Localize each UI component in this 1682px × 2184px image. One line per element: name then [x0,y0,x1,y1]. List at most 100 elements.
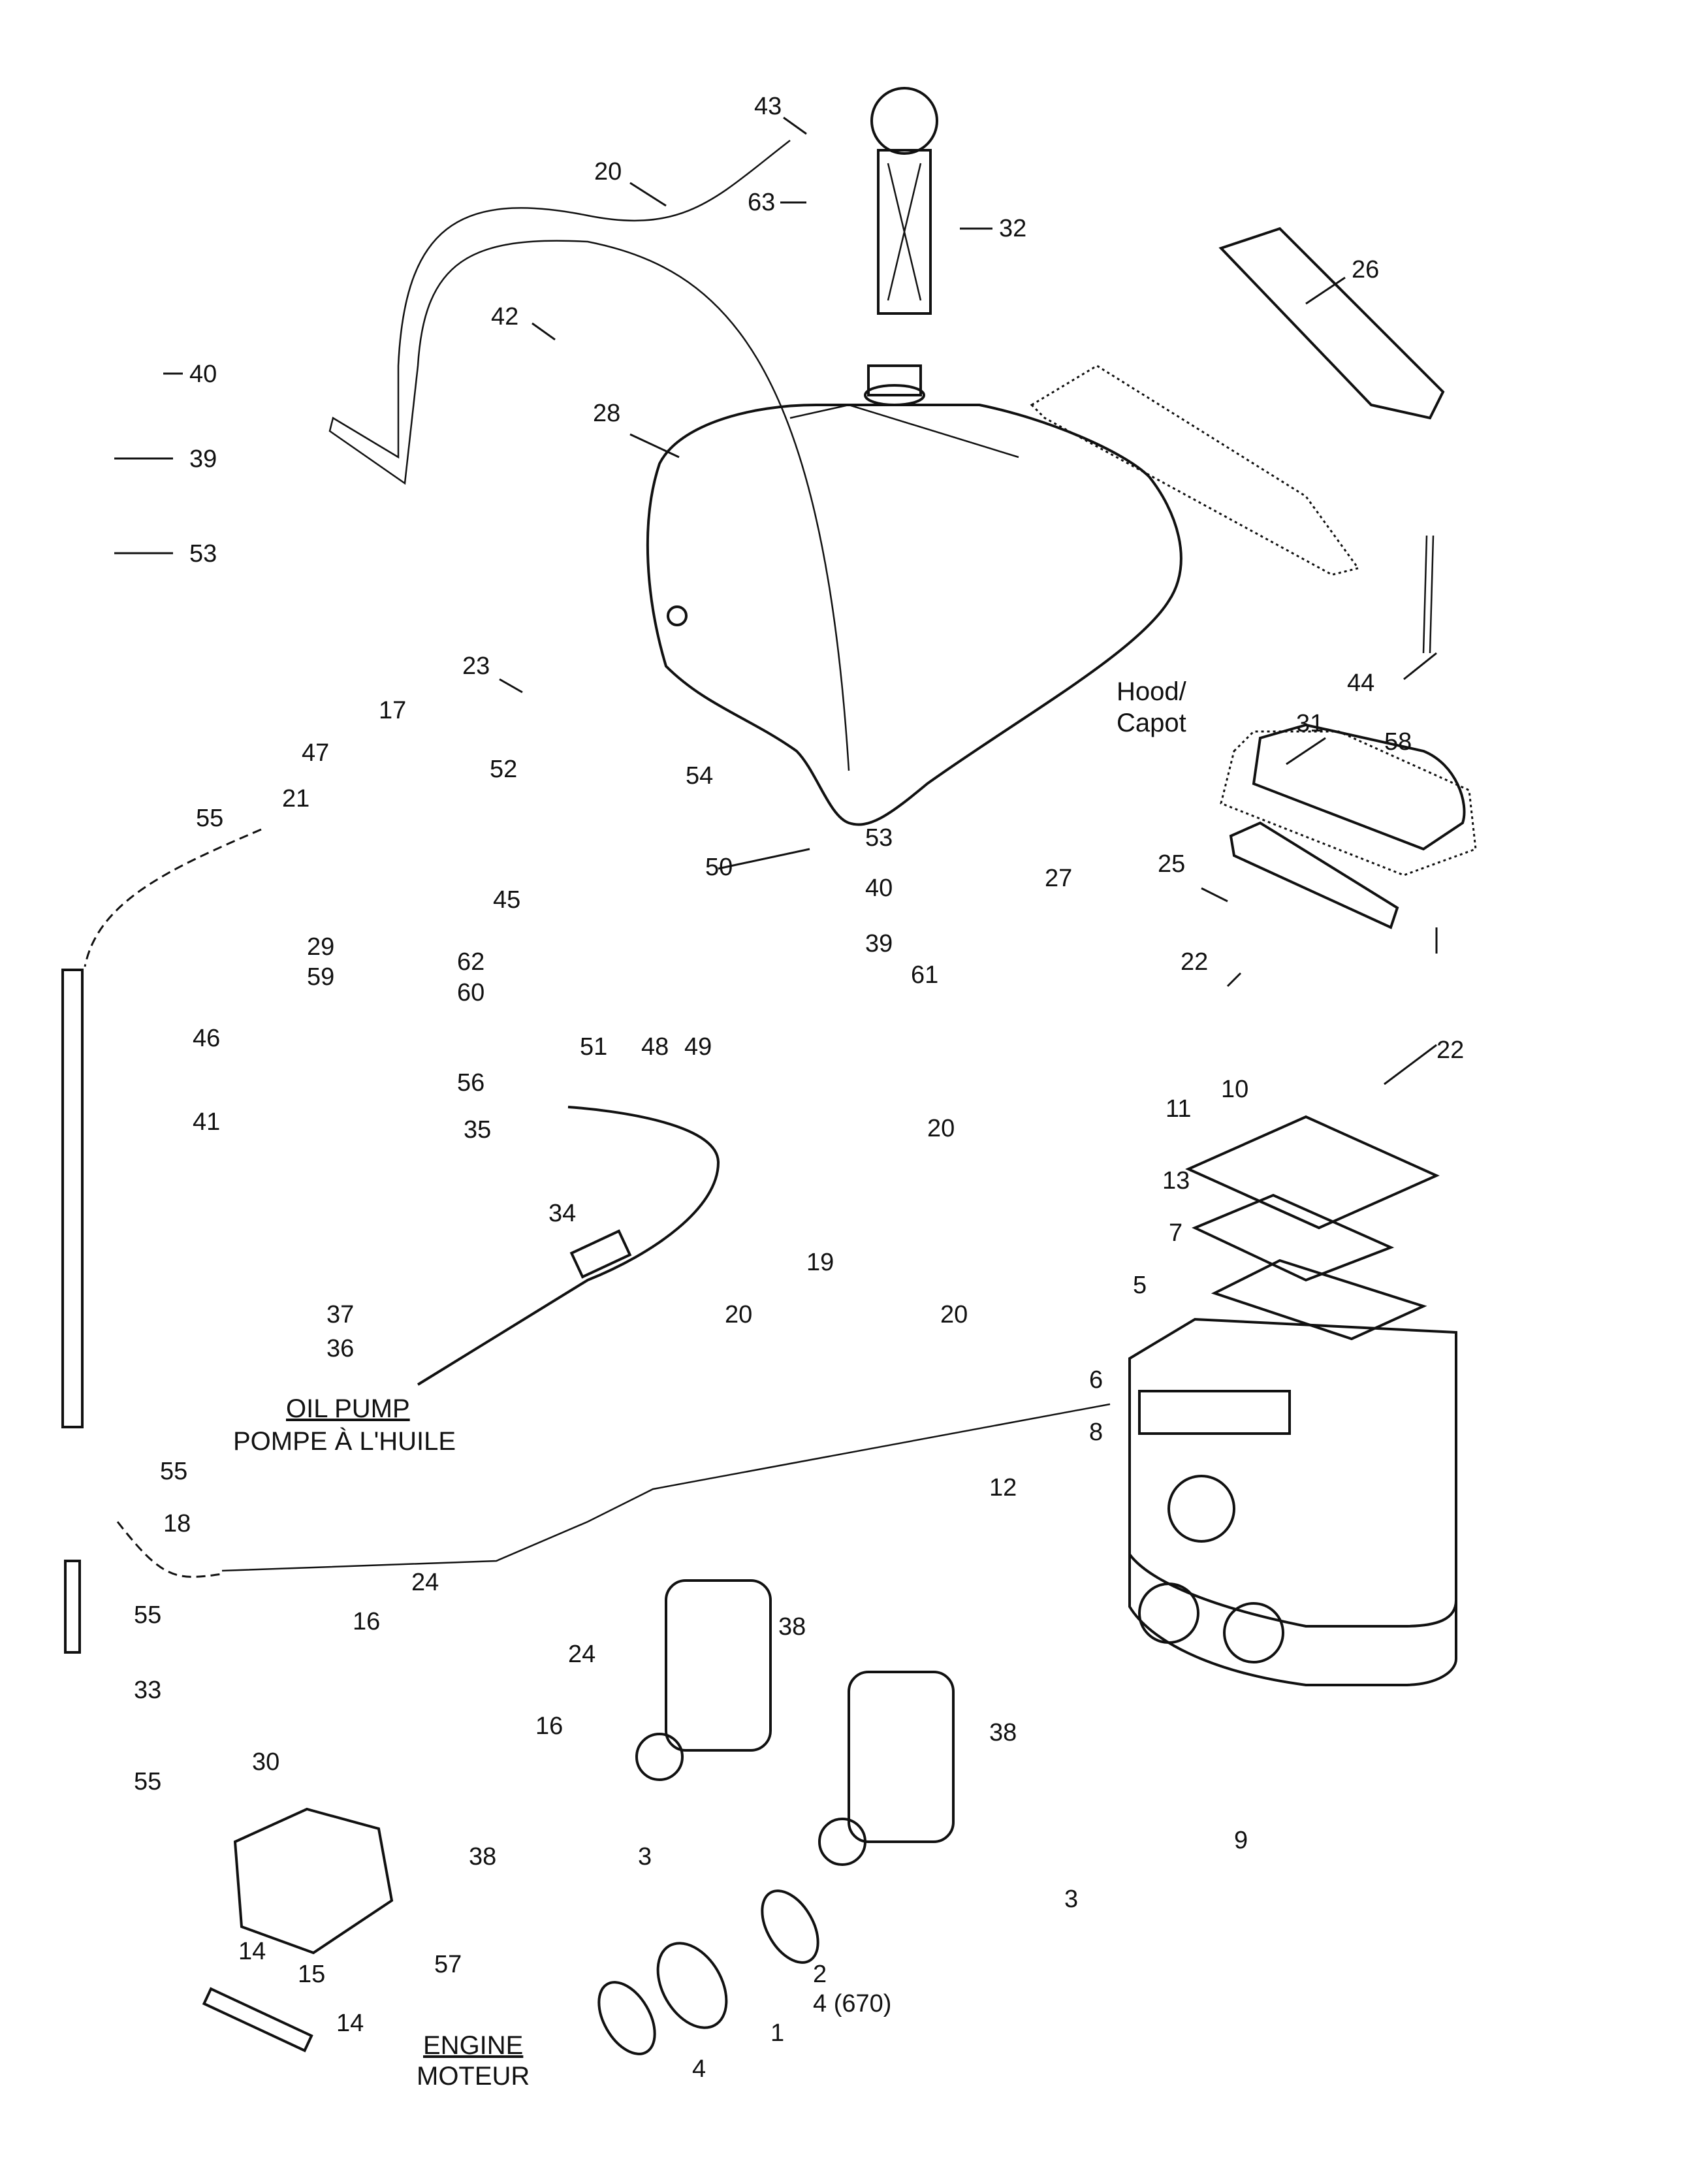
callout: 53 [865,824,893,852]
callout: 51 [580,1033,607,1061]
fuel-pump [202,1807,394,2053]
frame-outline [1030,364,1360,576]
callout: 59 [307,963,334,991]
engine-note-fr: MOTEUR [417,2062,530,2091]
callout: 20 [927,1115,955,1142]
callout: 39 [189,445,217,473]
carburetors [635,1579,955,1866]
callout: 17 [379,697,406,724]
bracket [1218,227,1445,420]
callout: 13 [1162,1167,1190,1195]
callout: 11 [1166,1095,1191,1123]
callout: 14 [238,1938,266,1965]
callout: 55 [134,1601,161,1629]
callout: 2 [813,1961,827,1988]
callout: 20 [940,1301,968,1328]
callout: 19 [806,1249,834,1276]
hood-note: Hood/ [1117,677,1187,706]
callout: 57 [434,1951,462,1978]
callout: 8 [1089,1419,1103,1446]
callout: 4 (670) [813,1990,891,2017]
callout: 6 [1089,1366,1103,1394]
callout: 38 [778,1613,806,1641]
callout: 34 [548,1200,576,1227]
callout: 14 [336,2010,364,2037]
callout: 48 [641,1033,669,1061]
callout: 63 [748,189,775,216]
callout: 25 [1158,850,1185,878]
callout: 60 [457,979,484,1006]
fuel-tank [646,364,1182,826]
callout: 55 [160,1458,187,1485]
callout: 40 [189,361,217,388]
callout: 31 [1296,710,1324,737]
callout: 22 [1181,948,1208,976]
callout: 16 [535,1712,563,1740]
engine-note: ENGINE [423,2031,523,2060]
callout: 55 [196,805,223,832]
callout: 52 [490,756,517,783]
callout-labels: 43 20 63 32 26 42 40 28 39 53 44 23 17 4… [134,93,1464,2091]
spring [1422,535,1435,654]
callout: 62 [457,948,484,976]
callout: 12 [989,1474,1017,1502]
callout: 22 [1436,1036,1464,1064]
callout: 50 [705,854,733,881]
hood-note-fr: Capot [1117,709,1186,737]
callout: 61 [911,961,938,989]
callout: 58 [1384,728,1412,756]
callout: 43 [754,93,782,120]
callout: 28 [593,400,620,427]
callout: 32 [999,215,1026,242]
callout: 53 [189,540,217,568]
callout: 29 [307,933,334,961]
callout: 44 [1347,669,1374,697]
callout: 24 [411,1569,439,1596]
callout: 35 [464,1116,491,1144]
callout: 54 [686,762,713,790]
callout: 1 [770,2019,784,2047]
callout: 26 [1352,256,1379,283]
callout: 18 [163,1510,191,1537]
callout: 16 [353,1608,380,1635]
callout: 40 [865,875,893,902]
intake-adaptor [597,1889,819,2055]
callout: 10 [1221,1076,1248,1103]
callout: 3 [1064,1886,1078,1913]
filler-cap [870,87,938,315]
callout: 15 [298,1961,325,1988]
callout: 4 [692,2055,706,2083]
callout: 3 [638,1843,652,1871]
callout: 27 [1045,865,1072,892]
callout: 38 [989,1719,1017,1746]
callout: 9 [1234,1827,1248,1854]
callout: 41 [193,1108,220,1136]
oil-line [61,828,1111,1654]
callout: 38 [469,1843,496,1871]
callout: 39 [865,930,893,957]
callout: 55 [134,1768,161,1795]
callout: 21 [282,785,309,812]
air-silencer [1128,1115,1457,1686]
callout: 23 [462,652,490,680]
callout: 49 [684,1033,712,1061]
callout: 36 [326,1335,354,1362]
callout: 7 [1169,1219,1182,1247]
leader-lines [114,116,1438,1085]
callout: 37 [326,1301,354,1328]
hood-assembly [1220,723,1477,929]
callout: 20 [594,158,622,185]
callout: 5 [1133,1272,1147,1299]
callout: 24 [568,1641,595,1668]
callout: 42 [491,303,518,330]
callout: 45 [493,886,520,914]
callout: 30 [252,1748,279,1776]
oil-pump-note-fr: POMPE À L'HUILE [233,1426,456,1456]
throttle-cable [417,1106,720,1386]
callout: 20 [725,1301,752,1328]
callout: 47 [302,739,329,767]
callout: 46 [193,1025,220,1052]
cable-junction [569,1229,632,1279]
vent-tube [328,140,850,771]
